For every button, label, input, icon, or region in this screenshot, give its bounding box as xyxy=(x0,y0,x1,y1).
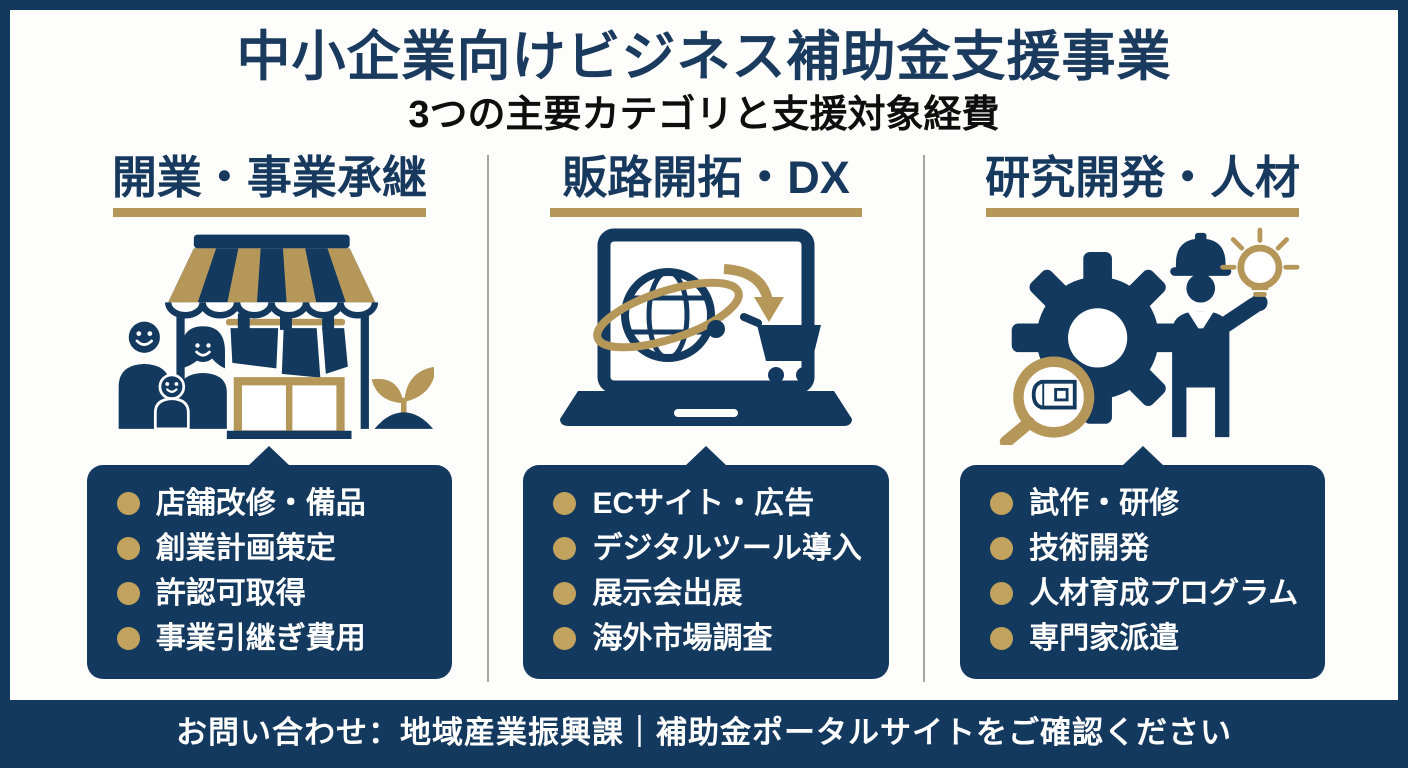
bullet-icon xyxy=(116,581,140,605)
list-item: 人材育成プログラム xyxy=(990,571,1301,616)
gold-underline xyxy=(986,207,1300,217)
storefront-family-icon xyxy=(104,219,435,451)
box-pointer xyxy=(1121,445,1164,466)
bullet-icon xyxy=(116,536,140,560)
list-item-label: 許認可取得 xyxy=(155,576,306,610)
category-opening-succession: 開業・事業承継 xyxy=(52,151,487,684)
header: 中小企業向けビジネス補助金支援事業 3つの主要カテゴリと支援対象経費 xyxy=(10,10,1398,137)
box-pointer xyxy=(248,445,291,466)
bullet-icon xyxy=(116,491,140,515)
list-item-label: 事業引継ぎ費用 xyxy=(155,621,366,655)
category-title: 研究開発・人材 xyxy=(985,152,1301,204)
gear-engineer-icon xyxy=(985,219,1300,451)
column-divider xyxy=(486,155,489,682)
list-item-label: デジタルツール導入 xyxy=(592,531,862,565)
list-item: 許認可取得 xyxy=(116,571,428,616)
list-item: 試作・研修 xyxy=(990,481,1301,526)
list-item-label: 人材育成プログラム xyxy=(1029,576,1299,610)
list-item: 専門家派遣 xyxy=(990,616,1301,661)
list-item: 海外市場調査 xyxy=(553,616,864,661)
category-title: 開業・事業承継 xyxy=(111,152,427,204)
expense-list-box: 試作・研修 技術開発 人材育成プログラム 専門家派遣 xyxy=(960,445,1326,679)
list-item-label: 海外市場調査 xyxy=(592,621,773,655)
page-subtitle: 3つの主要カテゴリと支援対象経費 xyxy=(408,94,1000,137)
column-divider xyxy=(923,155,926,682)
list-item-label: 専門家派遣 xyxy=(1029,621,1180,655)
bullet-icon xyxy=(116,626,140,650)
bullet-icon xyxy=(990,491,1014,515)
list-item: デジタルツール導入 xyxy=(553,526,864,571)
list-item-label: 技術開発 xyxy=(1029,531,1150,565)
expense-list-box: ECサイト・広告 デジタルツール導入 展示会出展 海外市場調査 xyxy=(523,445,889,679)
list-item: 店舗改修・備品 xyxy=(116,481,428,526)
footer-band: お問い合わせ：地域産業振興課｜補助金ポータルサイトをご確認ください xyxy=(10,700,1398,758)
box-pointer xyxy=(685,445,727,466)
list-item-label: 試作・研修 xyxy=(1029,486,1180,520)
bullet-icon xyxy=(990,536,1014,560)
list-item-label: 店舗改修・備品 xyxy=(155,486,366,520)
list-item-label: 展示会出展 xyxy=(592,576,743,610)
bullet-icon xyxy=(553,581,577,605)
list-item: 展示会出展 xyxy=(553,571,864,616)
category-title: 販路開拓・DX xyxy=(562,152,850,204)
expense-list-box: 店舗改修・備品 創業計画策定 許認可取得 事業引継ぎ費用 xyxy=(86,445,452,679)
gold-underline xyxy=(549,207,863,217)
bullet-icon xyxy=(553,536,577,560)
category-rd-talent: 研究開発・人材 xyxy=(925,151,1360,684)
page-title: 中小企業向けビジネス補助金支援事業 xyxy=(236,27,1172,87)
bullet-icon xyxy=(553,626,577,650)
bullet-icon xyxy=(990,581,1014,605)
laptop-globe-cart-icon xyxy=(556,219,856,451)
category-sales-dx: 販路開拓・DX xyxy=(489,151,924,684)
categories-area: 開業・事業承継 xyxy=(10,137,1398,700)
list-item: 技術開発 xyxy=(990,526,1301,571)
list-item-label: 創業計画策定 xyxy=(155,531,336,565)
bullet-icon xyxy=(990,626,1014,650)
bullet-icon xyxy=(553,491,577,515)
list-item-label: ECサイト・広告 xyxy=(592,486,815,520)
list-item: ECサイト・広告 xyxy=(553,481,864,526)
list-item: 創業計画策定 xyxy=(116,526,428,571)
list-item: 事業引継ぎ費用 xyxy=(116,616,428,661)
contact-info: お問い合わせ：地域産業振興課｜補助金ポータルサイトをご確認ください xyxy=(176,714,1232,750)
gold-underline xyxy=(112,207,426,217)
